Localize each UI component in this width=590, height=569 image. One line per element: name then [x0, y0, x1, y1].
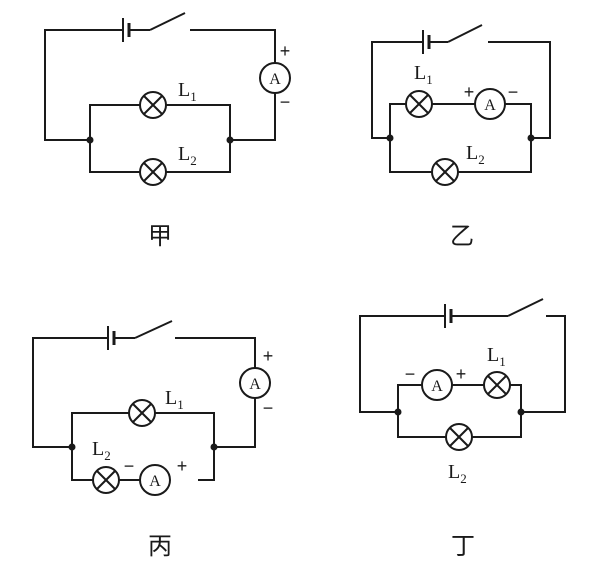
lamp-l2-label: L2 [178, 143, 197, 168]
ammeter-main-icon: A [239, 367, 271, 399]
lamp-l2-icon [445, 423, 473, 451]
ammeter-branch-icon: A [139, 464, 171, 496]
junction-node [86, 136, 94, 144]
lamp-l1-icon [483, 371, 511, 399]
caption-bing: 丙 [148, 532, 172, 560]
ammeter-icon: A [259, 62, 291, 94]
ammeter-plus-sign: + [263, 346, 274, 366]
ammeter-label: A [269, 71, 281, 88]
circuit-ding: A − + L1 L2 丁 [359, 298, 566, 560]
ammeter-label: A [484, 97, 496, 114]
junction-node [68, 443, 76, 451]
ammeter-minus-sign: − [508, 82, 519, 102]
junction-node [226, 136, 234, 144]
circuit-ding-wires [359, 298, 566, 438]
junction-node [210, 443, 218, 451]
lamp-l2-icon [92, 466, 120, 494]
junction-node [517, 408, 525, 416]
ammeter-plus-sign: + [464, 82, 475, 102]
lamp-l2-icon [139, 158, 167, 186]
caption-ding: 丁 [451, 532, 475, 560]
lamp-l2-label: L2 [466, 142, 485, 167]
lamp-l1-label: L1 [165, 387, 184, 412]
circuit-jia: A + − L1 L2 甲 [44, 12, 291, 250]
ammeter-plus-sign: + [177, 456, 188, 476]
lamp-l2-label: L2 [448, 461, 467, 486]
caption-yi: 乙 [450, 222, 474, 250]
ammeter-icon: A [421, 369, 453, 401]
lamp-l1-icon [405, 90, 433, 118]
lamp-l1-label: L1 [414, 62, 433, 87]
ammeter-minus-sign: − [263, 398, 274, 418]
ammeter-label: A [249, 376, 261, 393]
caption-jia: 甲 [148, 222, 172, 250]
ammeter-plus-sign: + [280, 41, 291, 61]
ammeter-icon: A [474, 88, 506, 120]
circuit-bing: A A + − − + L1 L2 丙 [32, 320, 274, 560]
ammeter-minus-sign: − [405, 364, 416, 384]
lamp-l1-icon [128, 399, 156, 427]
lamp-l1-icon [139, 91, 167, 119]
junction-node [394, 408, 402, 416]
junction-node [386, 134, 394, 142]
ammeter-plus-sign: + [456, 364, 467, 384]
circuit-jia-wires [44, 12, 276, 173]
lamp-l1-label: L1 [487, 344, 506, 369]
ammeter-label: A [149, 473, 161, 490]
ammeter-minus-sign: − [124, 456, 135, 476]
ammeter-minus-sign: − [280, 92, 291, 112]
circuit-yi-wires [371, 24, 551, 173]
lamp-l1-label: L1 [178, 79, 197, 104]
lamp-l2-icon [431, 158, 459, 186]
junction-node [527, 134, 535, 142]
lamp-l2-label: L2 [92, 438, 111, 463]
ammeter-label: A [431, 378, 443, 395]
circuit-yi: A + − L1 L2 乙 [371, 24, 551, 250]
